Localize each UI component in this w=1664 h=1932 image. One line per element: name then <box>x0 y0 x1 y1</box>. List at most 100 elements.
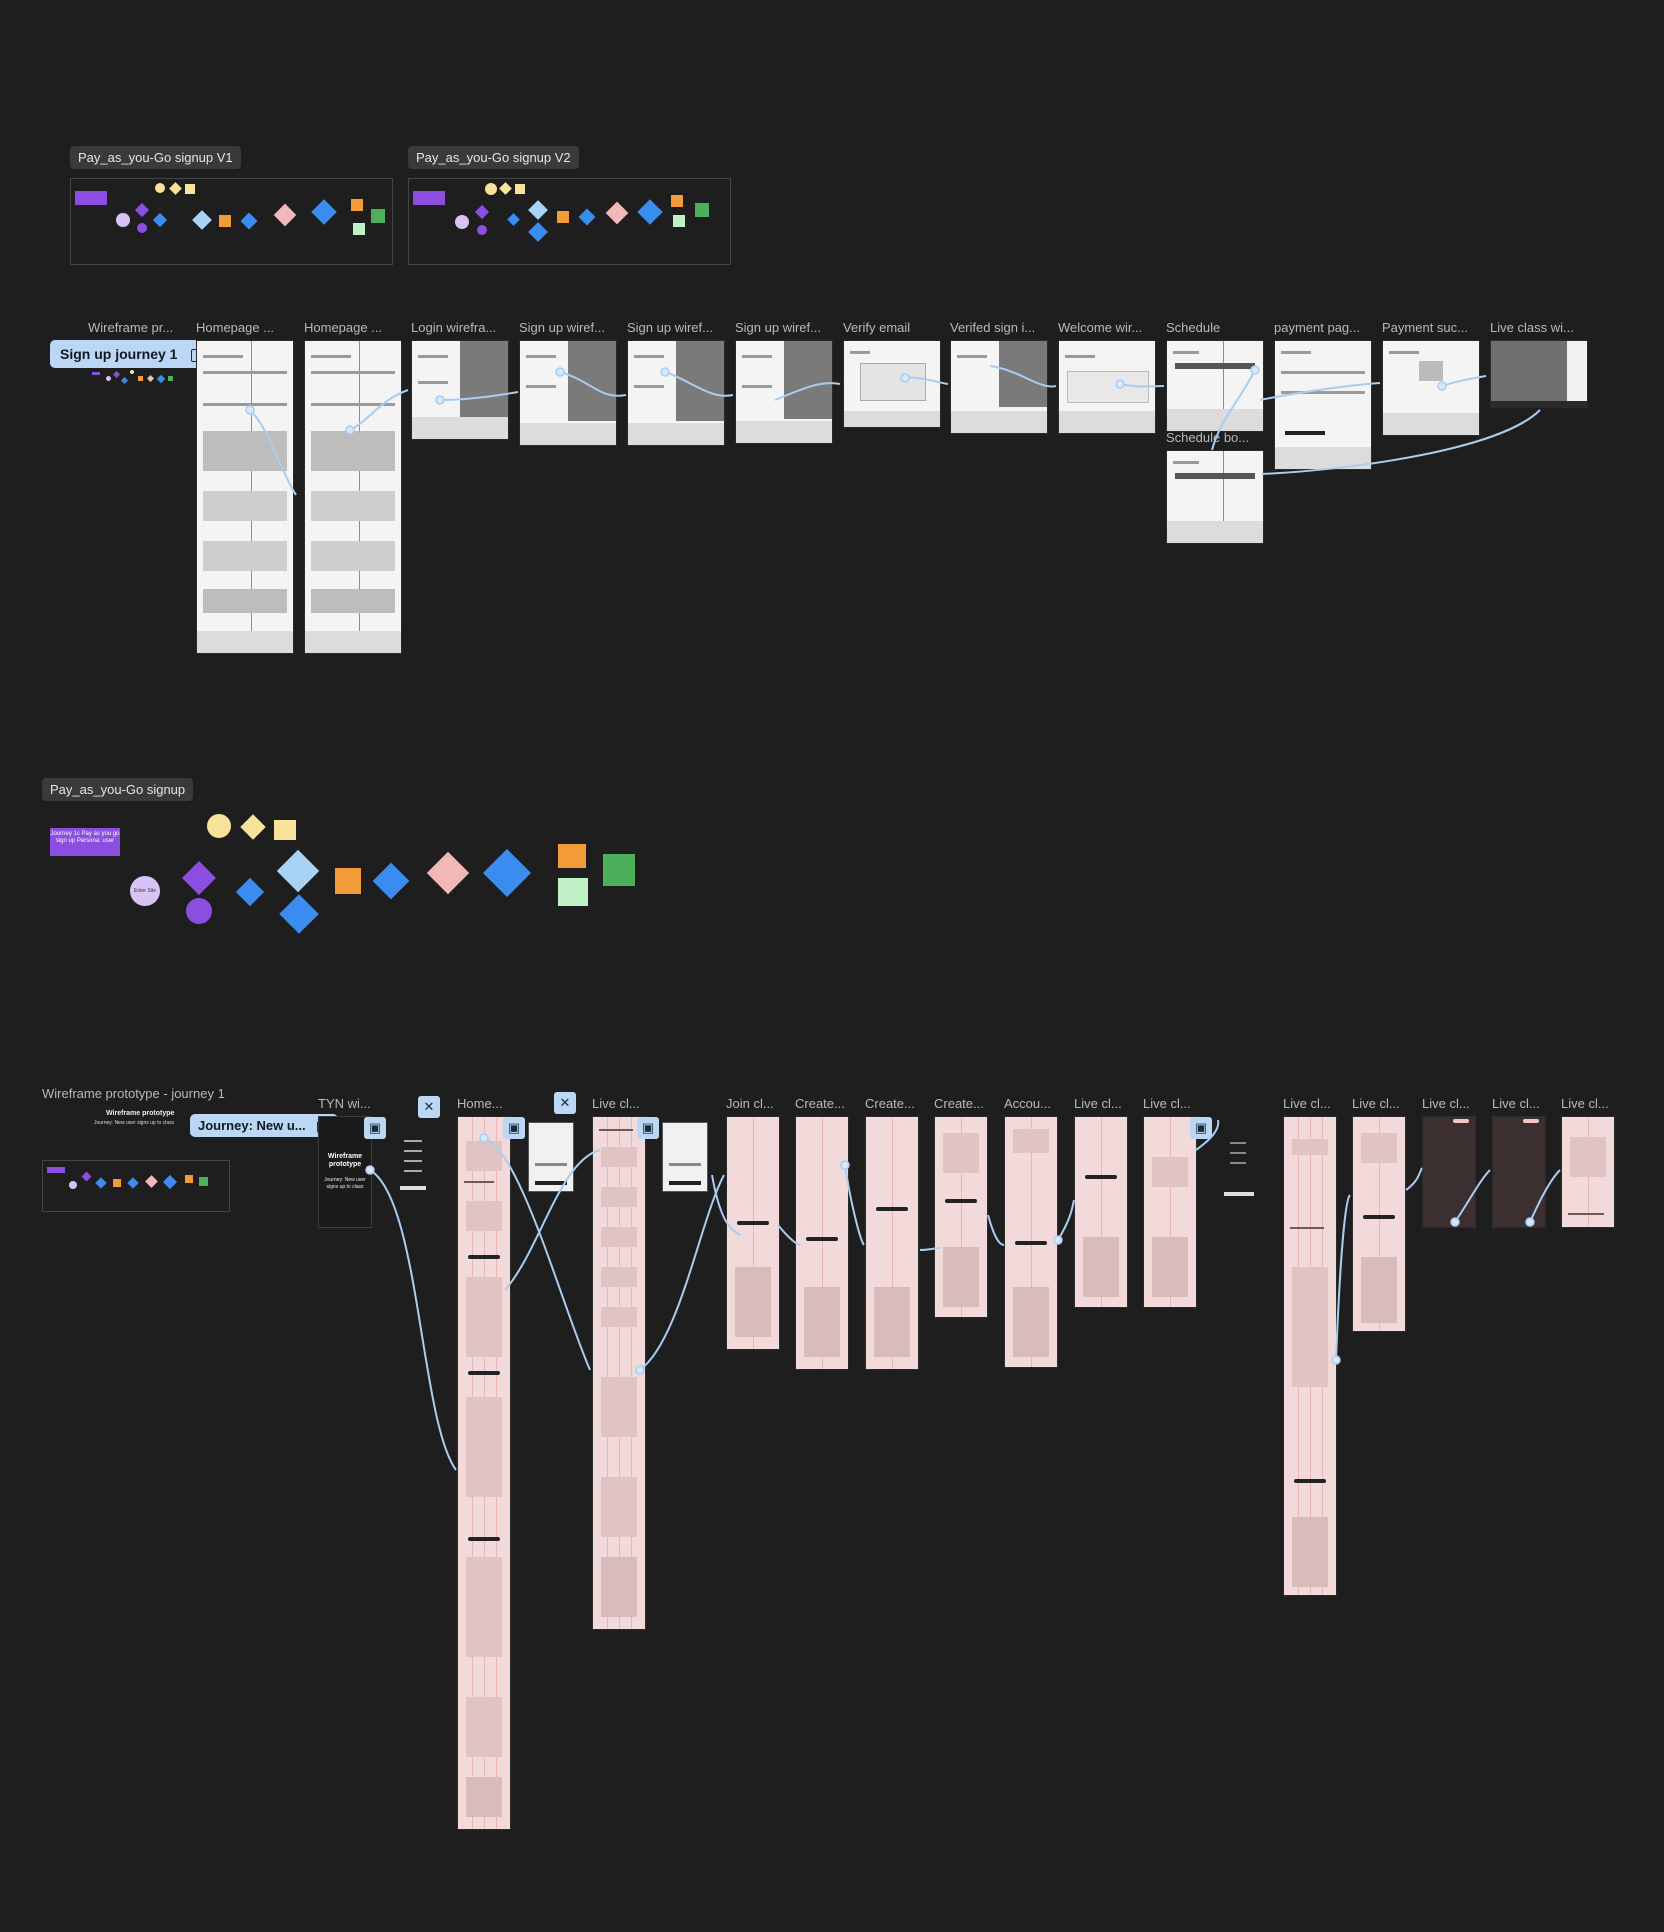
menu-overlay[interactable] <box>1218 1116 1264 1206</box>
wireframe-homepage-1[interactable] <box>196 340 294 654</box>
wireframe-payment-success[interactable] <box>1382 340 1480 436</box>
process-node <box>557 211 569 223</box>
cover-subtitle: Journey: New user signs up to class <box>324 1177 366 1190</box>
frame-label: Create... <box>865 1096 915 1111</box>
prototype-flowchart-thumbnail[interactable] <box>42 1160 230 1212</box>
hotspot-icon[interactable]: ▣ <box>364 1117 386 1139</box>
wireframe-welcome[interactable] <box>1058 340 1156 434</box>
process-node <box>477 225 487 235</box>
frame-label: Schedule <box>1166 320 1221 335</box>
prototype-intro: Wireframe prototype Journey: New user si… <box>42 1104 192 1134</box>
menu-overlay[interactable] <box>396 1120 442 1200</box>
process-node[interactable] <box>335 868 361 894</box>
mobile-create-account-3[interactable] <box>934 1116 988 1318</box>
frame-label: Live class wi... <box>1490 320 1574 335</box>
mobile-live-class-video-2[interactable] <box>1492 1116 1546 1228</box>
mobile-live-classes[interactable] <box>592 1116 646 1630</box>
popup-card[interactable] <box>528 1122 574 1192</box>
mobile-live-class-schedule[interactable] <box>1143 1116 1197 1308</box>
mobile-live-class-success[interactable] <box>1352 1116 1406 1332</box>
process-node <box>351 199 363 211</box>
end-node <box>371 209 385 223</box>
legend-diamond <box>240 814 266 840</box>
process-node <box>673 215 685 227</box>
decision-node <box>605 201 629 225</box>
decision-node <box>311 199 337 225</box>
section-tag-v1[interactable]: Pay_as_you-Go signup V1 <box>70 146 241 169</box>
flowchart-v2-thumbnail[interactable] <box>408 178 731 265</box>
wireframe-live-class[interactable] <box>1490 340 1588 408</box>
mobile-create-account-2[interactable] <box>865 1116 919 1370</box>
decision-node[interactable] <box>235 877 265 907</box>
decision-node <box>152 212 168 228</box>
wireframe-sign-up-2[interactable] <box>627 340 725 446</box>
frame-label: Sign up wiref... <box>519 320 605 335</box>
decision-node[interactable] <box>372 862 410 900</box>
mobile-live-class-payment[interactable] <box>1283 1116 1337 1596</box>
flow-start-journey-new-user[interactable]: Journey: New u... <box>190 1114 339 1137</box>
legend-circle <box>207 814 231 838</box>
end-node[interactable] <box>603 854 635 886</box>
intro-title: Wireframe prototype <box>106 1110 175 1117</box>
frame-label: Live cl... <box>1283 1096 1331 1111</box>
frame-label: Verify email <box>843 320 911 335</box>
mobile-live-class-welcome[interactable] <box>1074 1116 1128 1308</box>
flow-start-sign-up-journey-1[interactable]: Sign up journey 1 <box>50 340 216 368</box>
start-node[interactable]: Enter Site <box>130 876 160 906</box>
hotspot-icon[interactable]: ▣ <box>1190 1117 1212 1139</box>
hotspot-icon[interactable]: ▣ <box>503 1117 525 1139</box>
persona-note[interactable]: Journey 1c Pay as you go sign up Persona… <box>50 828 120 856</box>
flow-start-label: Sign up journey 1 <box>60 346 178 362</box>
persona-note <box>413 191 445 205</box>
wireframe-verified-sign-in[interactable] <box>950 340 1048 434</box>
frame-label: Sign up wiref... <box>735 320 821 335</box>
wireframe-payment-page[interactable] <box>1274 340 1372 470</box>
section-tag-signup[interactable]: Pay_as_you-Go signup <box>42 778 194 801</box>
decision-node <box>474 204 490 220</box>
mobile-live-class-chat[interactable] <box>1561 1116 1615 1228</box>
flowchart-v1-thumbnail[interactable] <box>70 178 393 265</box>
process-node <box>671 195 683 207</box>
frame-label: Sign up wiref... <box>627 320 713 335</box>
frame-label: Create... <box>795 1096 845 1111</box>
decision-node[interactable] <box>482 848 532 898</box>
wireframe-schedule-booked[interactable] <box>1166 450 1264 544</box>
wireframe-homepage-2[interactable] <box>304 340 402 654</box>
wireframe-login[interactable] <box>411 340 509 440</box>
start-node <box>116 213 130 227</box>
decision-node[interactable] <box>182 861 216 895</box>
process-node[interactable] <box>558 844 586 868</box>
section-title-prototype: Wireframe prototype - journey 1 <box>42 1086 225 1101</box>
frame-label: Payment suc... <box>1382 320 1468 335</box>
wireframe-verify-email[interactable] <box>843 340 941 428</box>
process-node <box>137 223 147 233</box>
hotspot-icon[interactable]: ▣ <box>637 1117 659 1139</box>
wireframe-schedule[interactable] <box>1166 340 1264 432</box>
frame-label: Create... <box>934 1096 984 1111</box>
mobile-join-class[interactable] <box>726 1116 780 1350</box>
section-tag-v2[interactable]: Pay_as_you-Go signup V2 <box>408 146 579 169</box>
wireframe-sign-up-3[interactable] <box>735 340 833 444</box>
decision-node[interactable] <box>279 894 319 934</box>
frame-label: Welcome wir... <box>1058 320 1143 335</box>
wireframe-sign-up-1[interactable] <box>519 340 617 446</box>
close-icon[interactable]: ✕ <box>418 1096 440 1118</box>
frame-label: Homepage ... <box>304 320 383 335</box>
process-node[interactable] <box>558 878 588 906</box>
frame-label: Verifed sign i... <box>950 320 1036 335</box>
frame-label: Accou... <box>1004 1096 1051 1111</box>
mobile-create-account-1[interactable] <box>795 1116 849 1370</box>
process-node[interactable] <box>186 898 212 924</box>
frame-label: Live cl... <box>1143 1096 1191 1111</box>
close-icon[interactable]: ✕ <box>554 1092 576 1114</box>
mobile-home[interactable] <box>457 1116 511 1830</box>
decision-node <box>528 222 548 242</box>
mobile-live-class-video-1[interactable] <box>1422 1116 1476 1228</box>
popup-card[interactable] <box>662 1122 708 1192</box>
mobile-account-verified[interactable] <box>1004 1116 1058 1368</box>
frame-label: Homepage ... <box>196 320 275 335</box>
decision-node[interactable] <box>426 851 470 895</box>
decision-node[interactable] <box>276 849 320 893</box>
decision-node <box>273 203 297 227</box>
